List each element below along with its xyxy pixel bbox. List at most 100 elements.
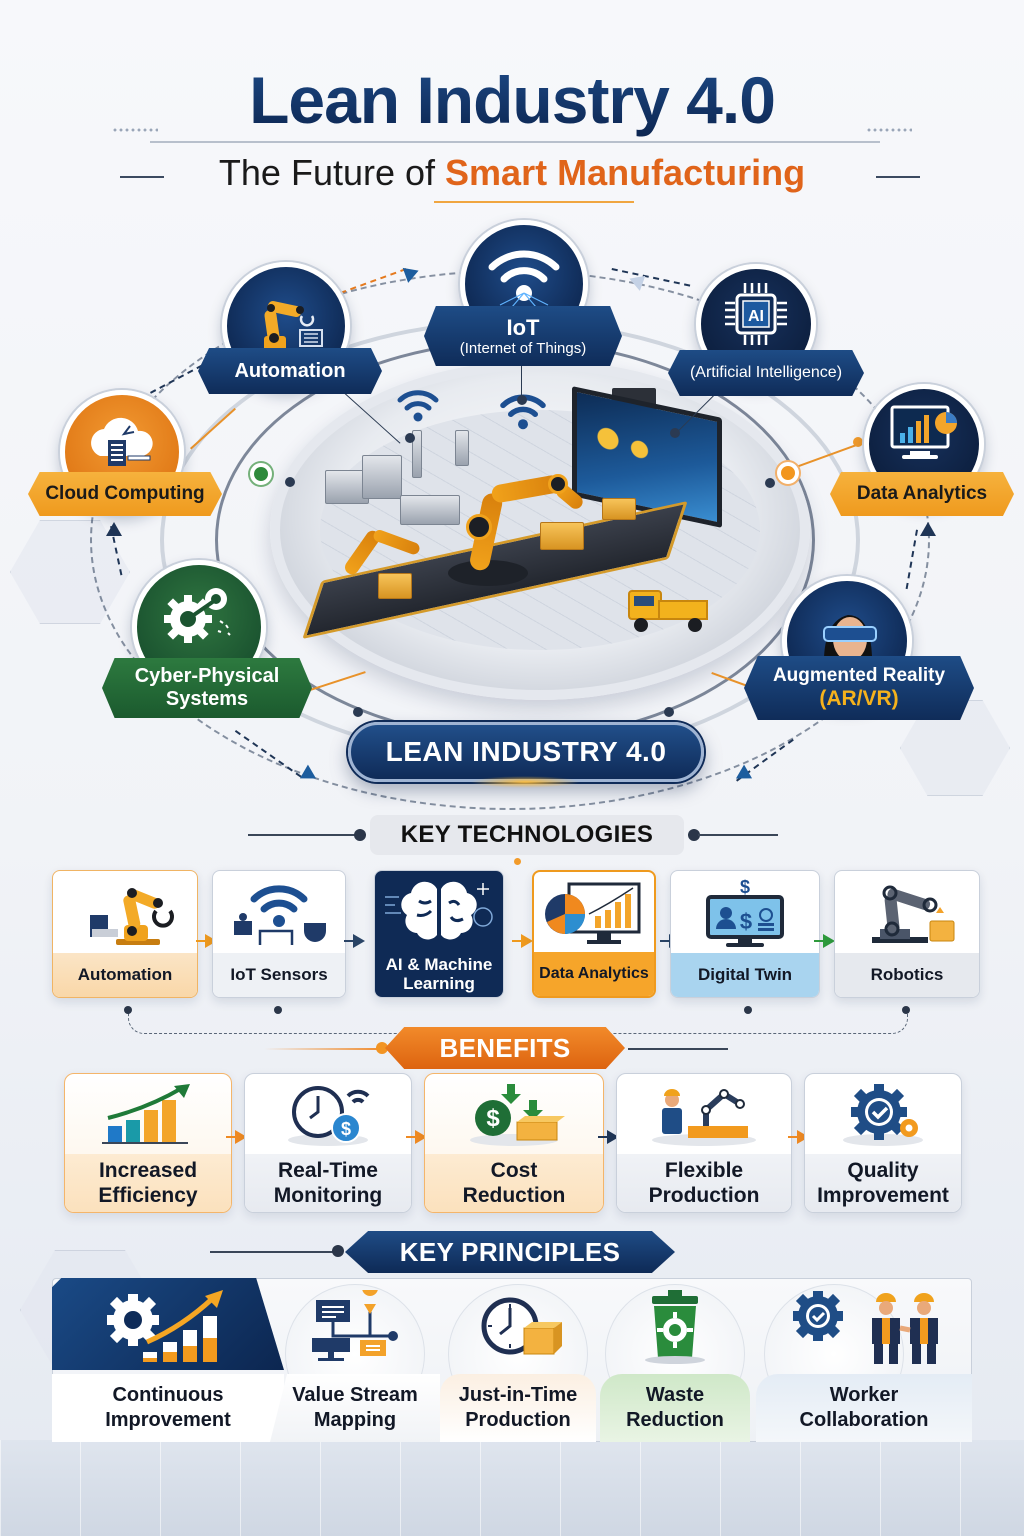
tech-card-ai-ml[interactable]: AI & Machine Learning (374, 870, 504, 998)
truck-window (634, 596, 654, 606)
svg-text:$: $ (486, 1105, 500, 1132)
tech-card-data-analytics[interactable]: Data Analytics (532, 870, 656, 998)
principle-card-just-in-time[interactable]: Just-in-Time Production (440, 1278, 596, 1442)
page-title: Lean Industry 4.0 (0, 62, 1024, 138)
benefit-card-label: Increased Efficiency (65, 1154, 231, 1212)
machine (412, 430, 422, 478)
wifi-sensor-icon (234, 885, 326, 945)
tech-card-label: IoT Sensors (213, 953, 345, 997)
gear-growth-icon (107, 1290, 223, 1362)
clock-box-icon (481, 1297, 562, 1355)
section-line (210, 1251, 338, 1253)
benefit-icon-area (65, 1074, 231, 1156)
hub-center-label: LEAN INDUSTRY 4.0 (385, 736, 667, 767)
svg-text:$: $ (740, 877, 750, 897)
section-heading-label: BENEFITS (439, 1032, 571, 1063)
money-bag-down-icon: $ (470, 1084, 565, 1146)
pie-chart-monitor-icon (545, 882, 641, 944)
tech-card-label: Automation (53, 953, 197, 997)
node-label: Automation (234, 359, 346, 382)
node-label-line2: Systems (165, 688, 249, 710)
monitor-chart-icon (890, 405, 957, 459)
machine (362, 455, 402, 499)
hub-label-augmented-reality: Augmented Reality (AR/VR) (744, 656, 974, 720)
tech-icon-area (53, 871, 197, 955)
benefit-card-label: Flexible Production (617, 1154, 791, 1212)
section-heading-benefits: BENEFITS (385, 1027, 625, 1069)
node-sublabel: (Artificial Intelligence) (689, 363, 843, 381)
principle-card-waste-reduction[interactable]: Waste Reduction (600, 1278, 750, 1442)
principle-card-label: Worker Collaboration (756, 1374, 972, 1442)
tech-card-digital-twin[interactable]: $ $ Digital Twin (670, 870, 820, 998)
principle-card-continuous-improvement[interactable]: Continuous Improvement (52, 1278, 284, 1442)
principle-icon-area (440, 1278, 596, 1374)
crate (378, 573, 412, 599)
tech-card-iot-sensors[interactable]: IoT Sensors (212, 870, 346, 998)
arrow-head-icon (920, 522, 936, 536)
link-node-dot (353, 707, 363, 717)
bracket-node (744, 1006, 752, 1014)
machine (400, 495, 460, 525)
tech-icon-area (835, 871, 979, 955)
key-principles-strip: Continuous Improvement Value Stream Mapp… (52, 1278, 972, 1442)
principle-card-worker-collaboration[interactable]: Worker Collaboration (756, 1278, 972, 1442)
brain-icon (385, 881, 493, 940)
section-line (248, 834, 358, 836)
title-divider (150, 141, 880, 143)
benefit-card-quality-improvement[interactable]: Quality Improvement (804, 1073, 962, 1213)
gears-icon (164, 588, 231, 643)
link-node-dot (664, 707, 674, 717)
robot-arm-icon (90, 888, 174, 945)
svg-text:$: $ (341, 1119, 351, 1139)
node-label: Cyber-Physical (134, 665, 280, 687)
subtitle-line-right (876, 176, 920, 178)
flow-map-icon (312, 1290, 398, 1361)
growth-bars-icon (102, 1084, 190, 1144)
subtitle-accent: Smart Manufacturing (445, 152, 806, 193)
gear-check-icon (843, 1084, 923, 1146)
tech-card-label: Robotics (835, 953, 979, 997)
tech-card-robotics[interactable]: Robotics (834, 870, 980, 998)
crate (540, 522, 584, 550)
node-label: Cloud Computing (45, 483, 205, 505)
tech-icon-area (375, 871, 503, 955)
node-label: IoT (506, 314, 540, 340)
link-node-dot (517, 395, 527, 405)
machine (325, 470, 369, 504)
delivery-truck (628, 590, 708, 632)
section-line (264, 1048, 384, 1050)
benefit-card-label: Quality Improvement (805, 1154, 961, 1212)
benefit-card-flexible-production[interactable]: Flexible Production (616, 1073, 792, 1213)
section-heading-label: KEY TECHNOLOGIES (400, 821, 654, 848)
section-heading-label: KEY PRINCIPLES (399, 1236, 621, 1267)
link-node-dot (514, 858, 521, 865)
svg-text:AI: AI (748, 308, 764, 325)
principle-card-label: Just-in-Time Production (440, 1374, 596, 1442)
recycle-bin-icon (645, 1290, 705, 1364)
benefit-card-real-time-monitoring[interactable]: $ Real-Time Monitoring (244, 1073, 412, 1213)
principle-card-value-stream-mapping[interactable]: Value Stream Mapping (270, 1278, 440, 1442)
link-node-dot (250, 463, 272, 485)
benefit-card-cost-reduction[interactable]: $ Cost Reduction (424, 1073, 604, 1213)
tech-icon-area (534, 872, 654, 956)
tech-card-automation[interactable]: Automation (52, 870, 198, 998)
ai-chip-icon: AI (725, 283, 787, 345)
machine (455, 430, 469, 466)
hub-label-cloud: Cloud Computing (28, 472, 222, 516)
flow-arrow-icon (512, 934, 534, 948)
section-line (698, 834, 778, 836)
link-node-dot (285, 477, 295, 487)
tech-icon-area (213, 871, 345, 955)
robot-arm-icon (872, 885, 955, 943)
page-subtitle: The Future of Smart Manufacturing (0, 152, 1024, 194)
bracket-node (274, 1006, 282, 1014)
hub-label-ai: (Artificial Intelligence) (668, 350, 864, 396)
benefit-card-increased-efficiency[interactable]: Increased Efficiency (64, 1073, 232, 1213)
robot-joint (548, 474, 568, 494)
worker-robot-icon (652, 1089, 756, 1146)
principle-card-label: Continuous Improvement (52, 1374, 284, 1442)
section-line (628, 1048, 728, 1050)
bracket-node (124, 1006, 132, 1014)
truck-wheel (688, 618, 702, 632)
benefit-card-label: Real-Time Monitoring (245, 1154, 411, 1212)
